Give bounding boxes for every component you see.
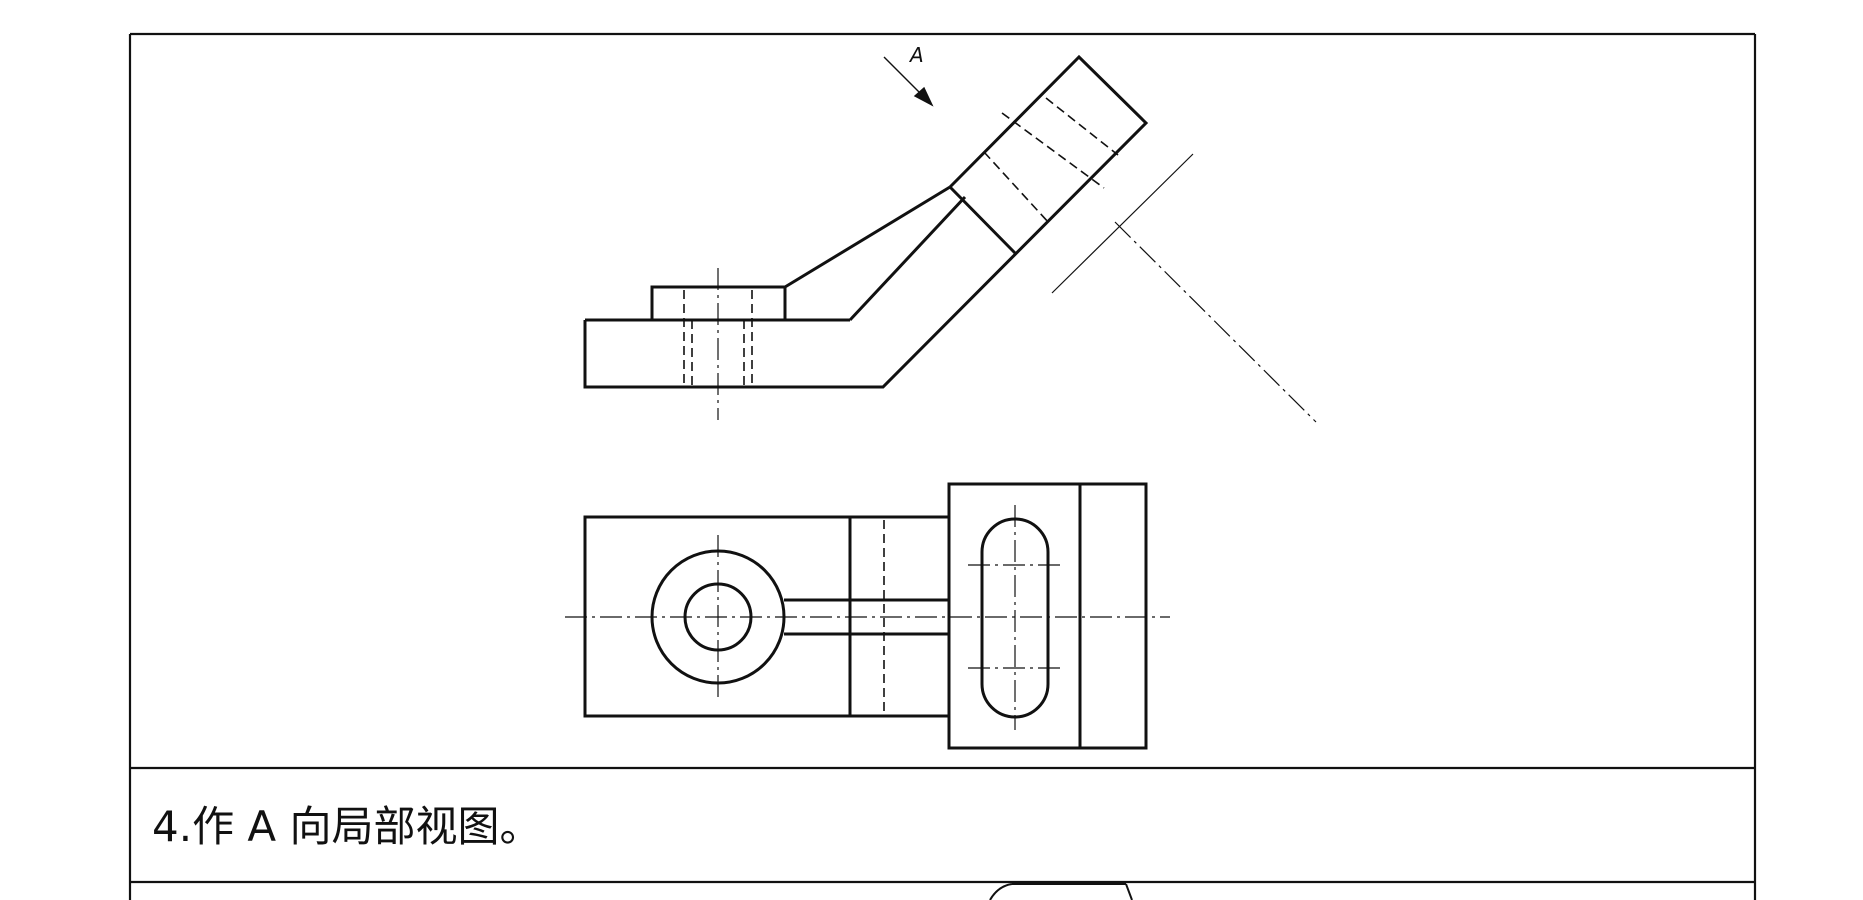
top-view (583, 482, 1148, 750)
front-base-outline (583, 54, 1149, 389)
top-rib (784, 598, 949, 636)
front-hidden-slot-c (1045, 97, 1119, 156)
front-arm-inner (848, 195, 967, 322)
front-arm-axis (1114, 221, 1317, 423)
view-arrow-a: A (883, 43, 934, 107)
front-view (583, 54, 1149, 389)
front-hidden-slot-b (983, 151, 1050, 224)
top-center-lines (565, 505, 1170, 730)
front-hidden-lines (683, 97, 1119, 386)
front-arm-end-line (948, 185, 1017, 255)
view-arrow-head (913, 86, 934, 107)
top-arm-block (947, 482, 1148, 750)
front-center-lines (717, 221, 1317, 423)
table-frame (128, 32, 1757, 900)
next-drawing-side (1125, 883, 1133, 900)
front-rib-line (784, 185, 951, 289)
front-aux-line (1051, 153, 1194, 294)
top-hidden-lines (849, 520, 885, 714)
next-drawing-fragment (989, 883, 1133, 900)
next-drawing-arc (989, 883, 1013, 900)
front-auxiliary-lines (1051, 153, 1194, 294)
view-arrow-label: A (908, 43, 924, 67)
front-hidden-slot-a (1001, 112, 1105, 189)
task-caption: 4.作 A 向局部视图。 (152, 802, 542, 851)
